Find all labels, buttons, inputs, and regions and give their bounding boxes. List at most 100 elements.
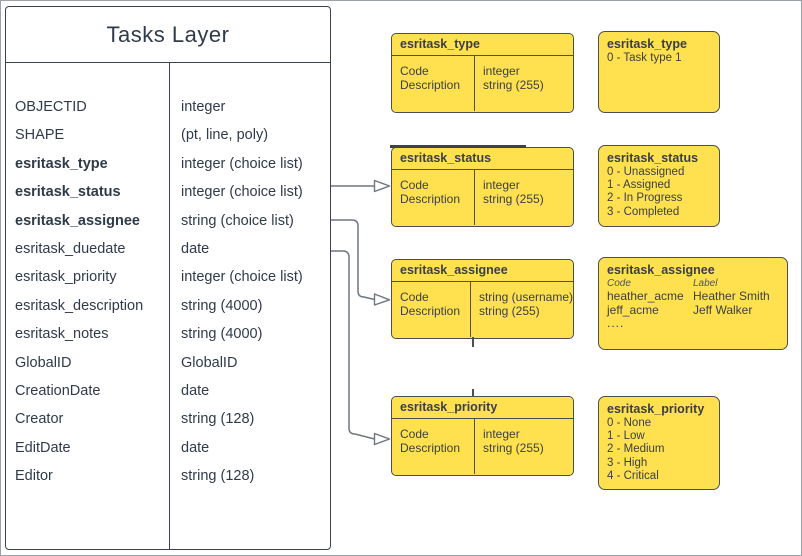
- divider-overshoot-artifact: [472, 337, 474, 347]
- field-type: string (4000): [181, 297, 263, 314]
- field-name: CreationDate: [15, 382, 101, 399]
- value-line: 2 - Medium: [607, 443, 665, 456]
- field-row: esritask_type integer (choice list): [6, 150, 330, 178]
- domain-field-name: Description: [400, 78, 461, 92]
- value-line: 0 - Unassigned: [607, 166, 685, 178]
- field-name: esritask_priority: [15, 269, 117, 286]
- tasks-layer-title: Tasks Layer: [6, 7, 330, 63]
- domain-field-type: integer: [483, 427, 520, 441]
- domain-field-name: Description: [400, 304, 461, 318]
- stray-line-artifact: [390, 144, 526, 148]
- field-row: esritask_description string (4000): [6, 292, 330, 320]
- domain-field-name: Code: [400, 427, 429, 441]
- field-name: esritask_duedate: [15, 240, 126, 257]
- domain-field-type: string (255): [478, 304, 540, 318]
- field-row: SHAPE (pt, line, poly): [6, 121, 330, 149]
- field-row: esritask_status integer (choice list): [6, 178, 330, 206]
- value-label: Heather Smith: [693, 289, 770, 303]
- field-type: date: [181, 439, 210, 456]
- value-code: heather_acme: [607, 289, 684, 303]
- field-type: integer (choice list): [181, 155, 303, 172]
- field-type: string (128): [181, 411, 255, 428]
- field-type: date: [181, 240, 210, 257]
- divider-overshoot-artifact: [472, 389, 474, 397]
- domain-field-type: string (username): [478, 290, 573, 304]
- field-type: integer (choice list): [181, 269, 303, 286]
- label-column-header: Label: [693, 278, 718, 289]
- field-type: string (4000): [181, 326, 263, 343]
- arrowhead-status: [373, 179, 391, 193]
- field-name: SHAPE: [15, 127, 65, 144]
- value-columns: Code Label heather_acme Heather Smith jeff_a…: [607, 278, 779, 317]
- column-divider: [169, 63, 170, 549]
- field-row: esritask_priority integer (choice list): [6, 263, 330, 291]
- field-row: GlobalID GlobalID: [6, 349, 330, 377]
- value-line: 2 - In Progress: [607, 192, 683, 205]
- domain-field-type: string (255): [483, 78, 544, 92]
- value-code: jeff_acme: [607, 302, 659, 317]
- more-values-ellipsis: ....: [607, 316, 625, 330]
- field-name: Creator: [15, 411, 64, 428]
- domain-table-title: esritask_assignee: [392, 260, 573, 282]
- field-row: esritask_notes string (4000): [6, 320, 330, 348]
- value-line: 4 - Critical: [607, 469, 659, 482]
- domain-field-name: Code: [400, 178, 429, 192]
- value-line: 1 - Low: [607, 430, 645, 443]
- connector-priority: [331, 250, 375, 440]
- value-line: 3 - High: [607, 456, 648, 469]
- domain-field-type: string (255): [483, 192, 544, 206]
- field-type: (pt, line, poly): [181, 127, 269, 144]
- domain-field-type: integer: [483, 178, 520, 192]
- domain-field-types: string (username)string (255): [469, 282, 573, 338]
- value-label: Jeff Walker: [693, 302, 753, 317]
- field-row: esritask_assignee string (choice list): [6, 207, 330, 235]
- field-name: esritask_status: [15, 184, 121, 201]
- field-name: esritask_type: [15, 155, 108, 172]
- field-name: Editor: [15, 468, 53, 485]
- domain-field-type: integer: [483, 64, 520, 78]
- field-name: esritask_description: [15, 297, 144, 314]
- domain-field-name: Description: [400, 441, 461, 455]
- field-name: OBJECTID: [15, 99, 87, 115]
- arrowhead-assignee: [373, 293, 391, 306]
- field-name: EditDate: [15, 439, 71, 456]
- value-box-title: esritask_type: [607, 37, 687, 51]
- field-name: GlobalID: [15, 354, 72, 371]
- value-line: 0 - None: [607, 417, 652, 429]
- field-name: esritask_notes: [15, 326, 109, 343]
- value-box-title: esritask_priority: [607, 402, 705, 416]
- field-type: GlobalID: [181, 354, 238, 371]
- field-type: integer (choice list): [181, 184, 303, 201]
- value-box-title: esritask_status: [607, 151, 699, 165]
- field-name: esritask_assignee: [15, 212, 140, 229]
- code-column-header: Code: [607, 278, 631, 289]
- connector-assignee: [331, 219, 375, 301]
- field-type: string (choice list): [181, 212, 294, 229]
- arrowhead-priority: [373, 432, 391, 446]
- value-box-title: esritask_assignee: [607, 263, 715, 277]
- field-row: Creator string (128): [6, 405, 330, 433]
- domain-field-name: Code: [400, 290, 429, 304]
- domain-field-name: Description: [400, 192, 461, 206]
